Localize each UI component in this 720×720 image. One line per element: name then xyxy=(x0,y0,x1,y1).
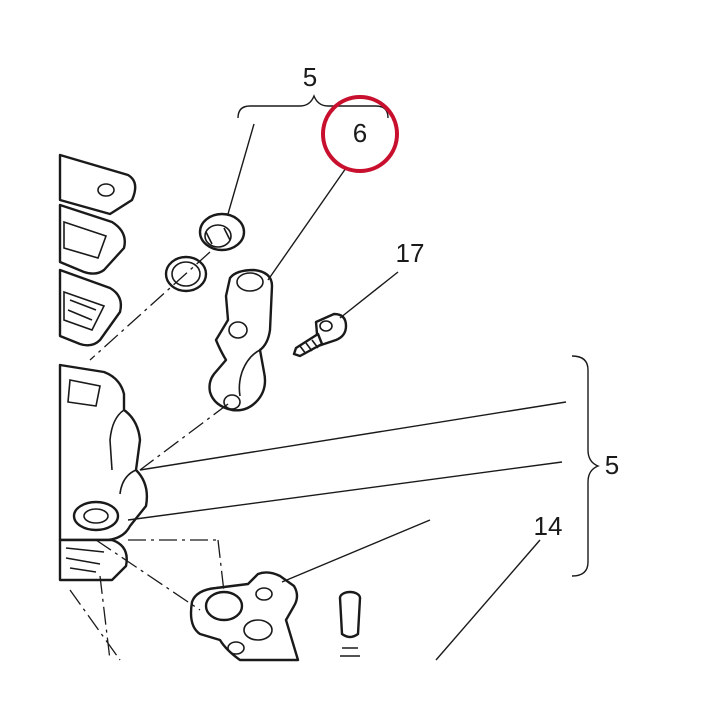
callout-pin: 14 xyxy=(534,511,563,541)
alignment-axes xyxy=(69,251,229,661)
lever-pivot-block xyxy=(189,571,300,662)
master-cylinder-body xyxy=(58,153,149,582)
top-group-bracket xyxy=(237,94,389,119)
seal-cup xyxy=(198,212,246,252)
handlebar-clamp xyxy=(208,268,274,412)
callout-highlighted: 6 xyxy=(353,118,367,148)
callout-top-group: 5 xyxy=(303,62,317,92)
bolt xyxy=(292,312,348,358)
callout-bolt: 17 xyxy=(396,238,425,268)
highlight-ring xyxy=(321,95,399,173)
callout-right-group: 5 xyxy=(605,450,619,480)
right-group-bracket xyxy=(571,355,600,577)
pivot-pin xyxy=(338,590,362,657)
callout-leaders xyxy=(127,94,600,661)
